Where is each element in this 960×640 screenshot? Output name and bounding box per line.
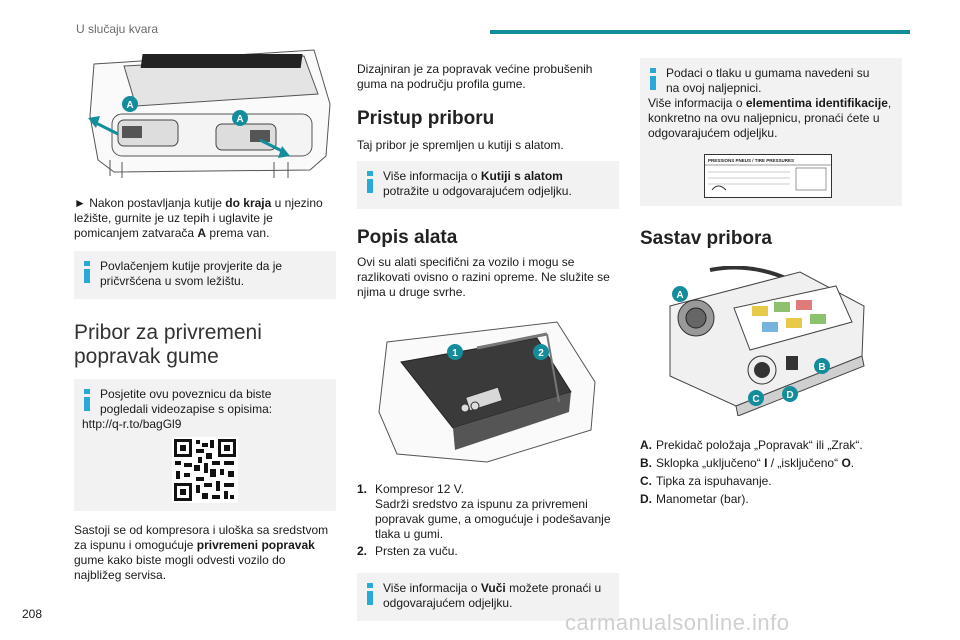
tire-pressure-label-image: PRESSIONS PNEUS / TIRE PRESSURES: [704, 154, 832, 198]
trunk-box-illustration: A A: [88, 49, 331, 178]
info-icon: [650, 68, 656, 90]
header-accent-bar: [490, 30, 910, 34]
toolbox-illustration: 1 2: [378, 321, 596, 463]
info-box-towing: Više informacija o Vuči možete pronaći u…: [357, 573, 619, 621]
watermark[interactable]: carmanualsonline.info: [565, 610, 790, 635]
tools-text: Ovi su alati specifični za vozilo i mogu…: [357, 255, 610, 299]
figure-label-a-right: A: [236, 114, 243, 125]
list-item: 1. Kompresor 12 V.Sadrži sredstvo za isp…: [357, 482, 611, 541]
kit-purpose: Dizajniran je za popravak većine probuše…: [357, 62, 593, 91]
section-title-tool-list: Popis alata: [357, 227, 458, 248]
compressor-illustration: A B C D: [669, 266, 865, 416]
list-item: C.Tipka za ispuhavanje.: [640, 474, 772, 488]
info-icon: [84, 389, 90, 411]
figure-label-d: D: [786, 390, 793, 401]
access-text: Taj pribor je spremljen u kutiji s alato…: [357, 138, 564, 152]
kit-parts-list: A.Prekidač položaja „Popravak“ ili „Zrak…: [640, 438, 902, 507]
running-header: U slučaju kvara: [76, 22, 159, 36]
info-icon: [84, 261, 90, 283]
figure-label-b: B: [818, 362, 825, 373]
column-middle: Dizajniran je za popravak većine probuše…: [357, 44, 619, 621]
list-item: A.Prekidač položaja „Popravak“ ili „Zrak…: [640, 438, 863, 452]
list-item: D.Manometar (bar).: [640, 492, 749, 506]
svg-text:PRESSIONS PNEUS / TIRE PRESSUR: PRESSIONS PNEUS / TIRE PRESSURES: [708, 158, 794, 163]
section-title-access: Pristup priboru: [357, 108, 495, 129]
step-instruction: ► Nakon postavljanja kutije do kraja u n…: [74, 196, 323, 240]
qr-code: [172, 437, 238, 503]
section-title-kit-contents: Sastav pribora: [640, 228, 772, 249]
kit-description: Sastoji se od kompresora i uloška sa sre…: [74, 523, 329, 582]
info-icon: [367, 171, 373, 193]
figure-label-2: 2: [538, 348, 544, 359]
figure-label-1: 1: [452, 348, 458, 359]
info-box-check-fixed: Povlačenjem kutije provjerite da je prič…: [74, 251, 336, 299]
figure-label-a-left: A: [126, 100, 133, 111]
list-item: 2. Prsten za vuču.: [357, 544, 458, 558]
tool-list: 1. Kompresor 12 V.Sadrži sredstvo za isp…: [357, 482, 619, 559]
figure-label-c: C: [752, 394, 759, 405]
info-icon: [367, 583, 373, 605]
page-number: 208: [22, 607, 43, 621]
list-item: B. Sklopka „uključeno“ I / „isključeno“ …: [640, 456, 855, 470]
figure-label-a: A: [676, 290, 683, 301]
video-url[interactable]: http://q-r.to/bagGl9: [82, 417, 182, 431]
info-box-toolbox: Više informacija o Kutiji s alatom potra…: [357, 161, 619, 209]
column-left: A A ► Nakon postavljanja kutije do kraja…: [74, 44, 336, 583]
